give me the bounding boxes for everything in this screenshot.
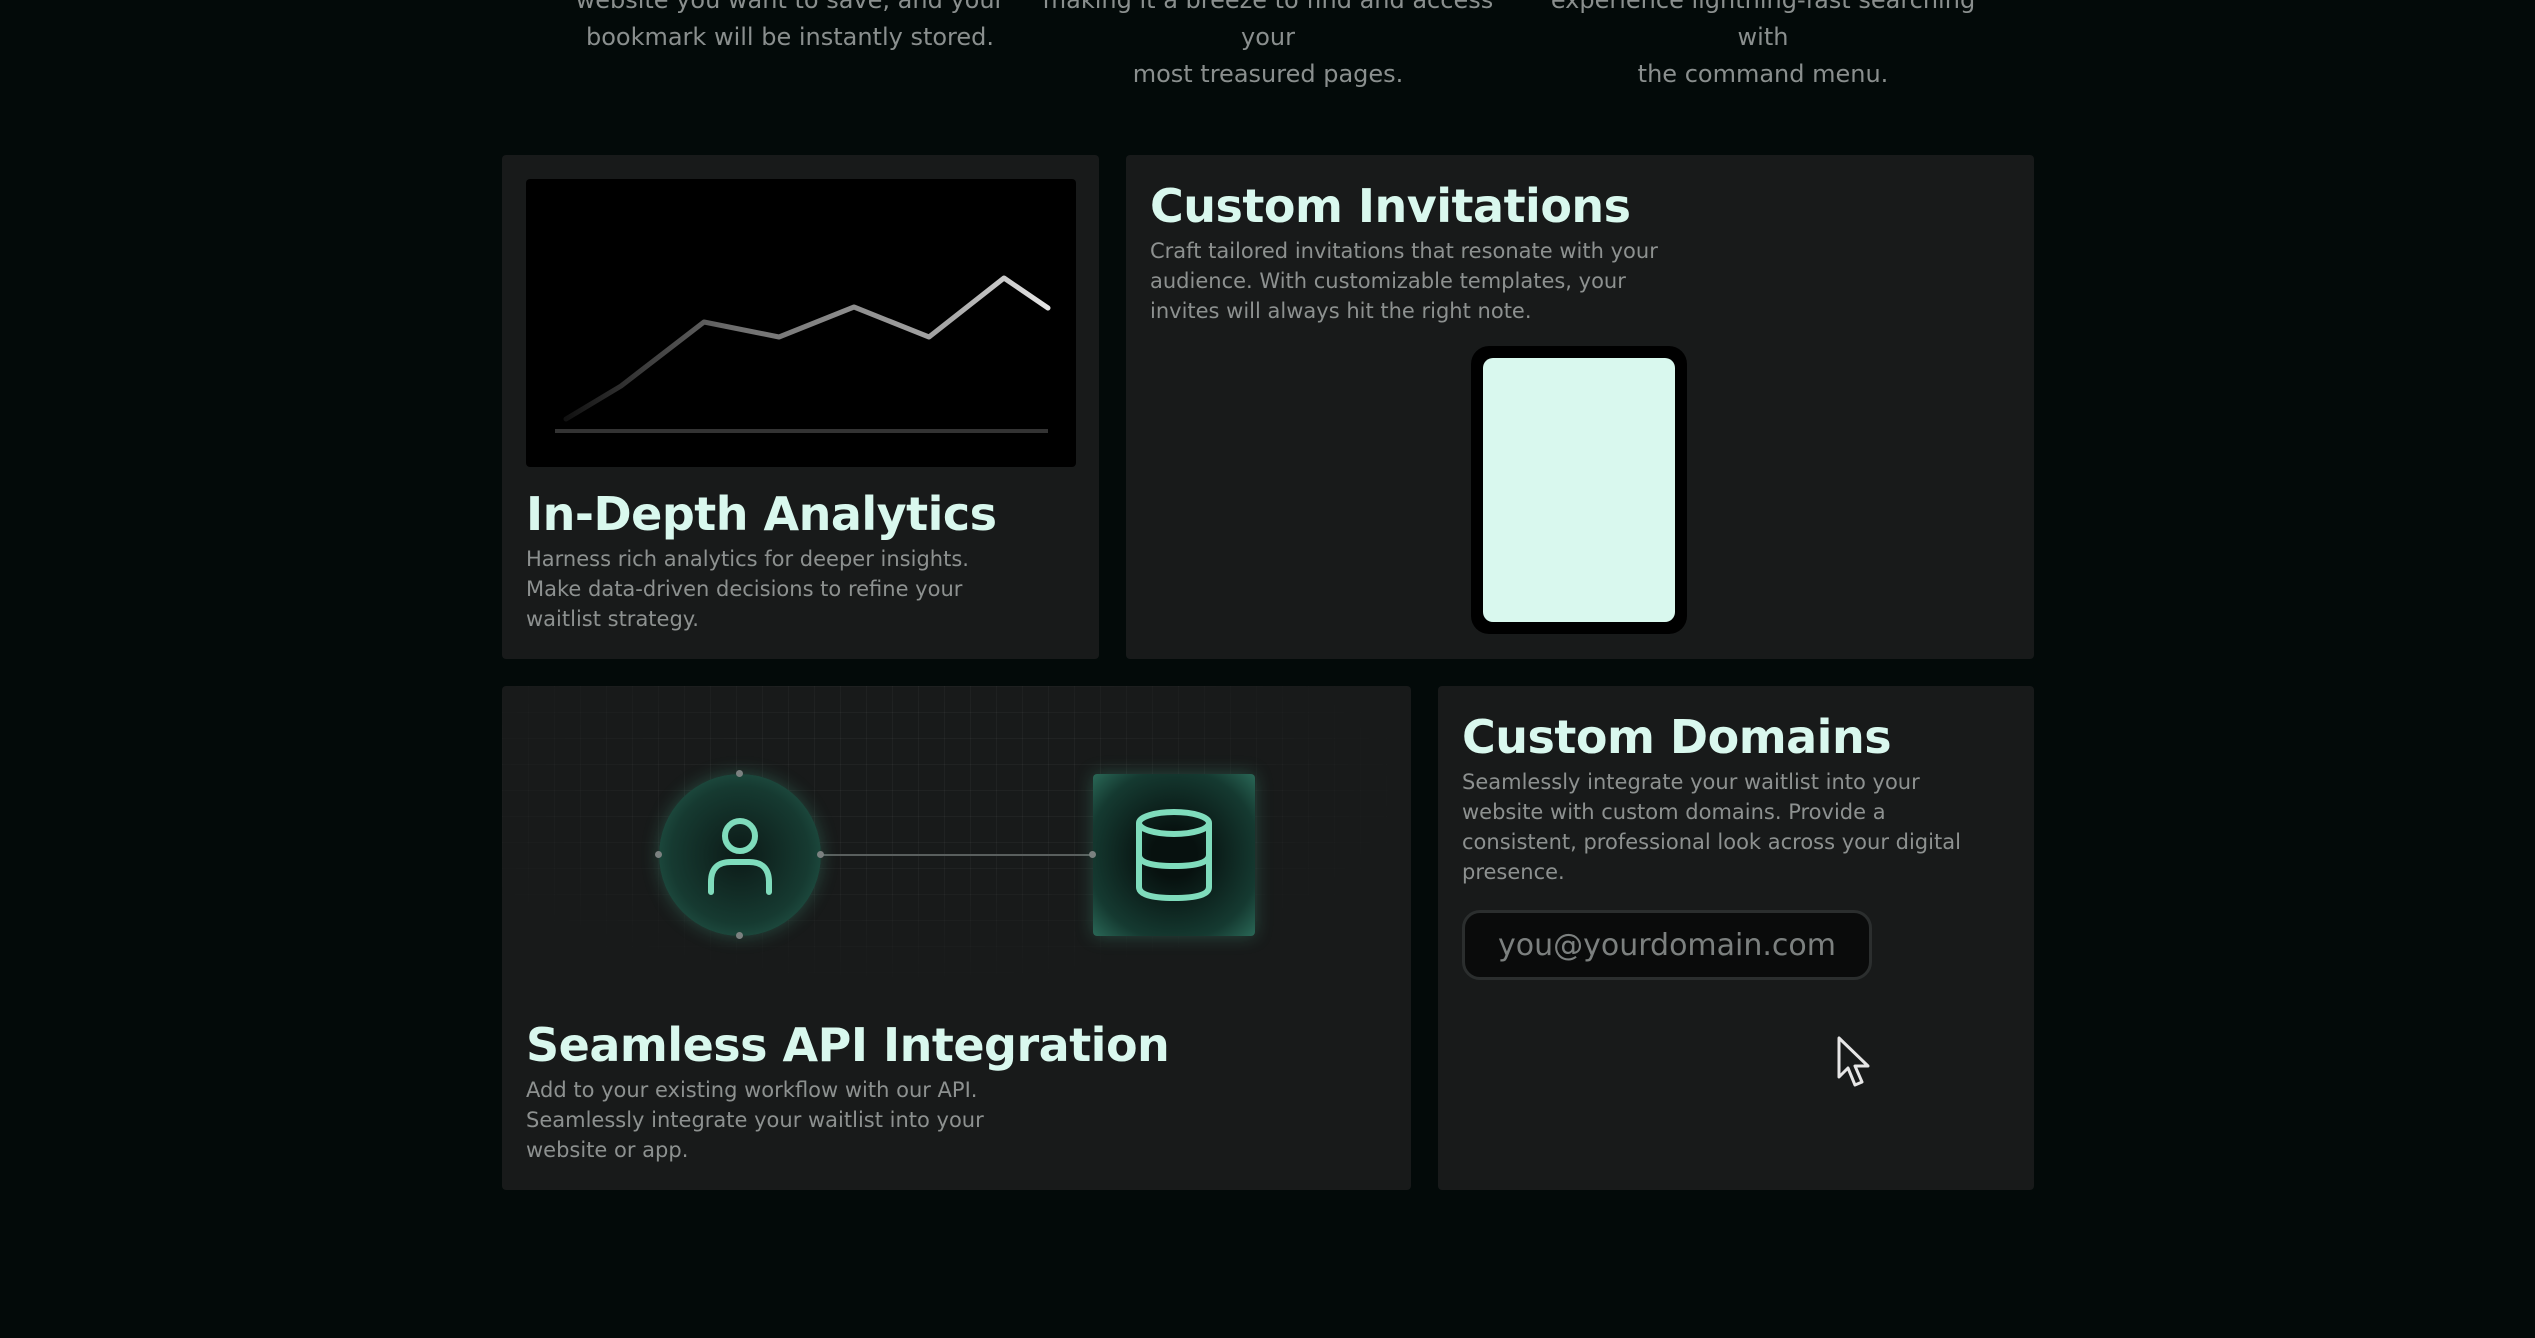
domains-card: Custom Domains Seamlessly integrate your… — [1438, 686, 2034, 1190]
feature-text-line: bookmark will be instantly stored. — [585, 23, 995, 51]
line-chart-graphic — [553, 203, 1051, 433]
invitation-preview-screen — [1483, 358, 1675, 622]
node-anchor-dot — [736, 932, 743, 939]
analytics-description: Harness rich analytics for deeper insigh… — [526, 547, 969, 631]
user-node — [659, 774, 821, 936]
feature-text-line: most treasured pages. — [1132, 60, 1404, 88]
feature-text-line: the command menu. — [1637, 60, 1889, 88]
feature-text-search: experience lightning-fast searching with… — [1523, 0, 2003, 93]
feature-text-access: making it a breeze to find and access yo… — [1028, 0, 1508, 93]
grid-background — [502, 686, 1411, 986]
api-card: Seamless API Integration Add to your exi… — [502, 686, 1411, 1190]
invitations-card: Custom Invitations Craft tailored invita… — [1126, 155, 2034, 659]
database-node — [1093, 774, 1255, 936]
invitations-title: Custom Invitations — [1150, 179, 1631, 233]
domains-description: Seamlessly integrate your waitlist into … — [1462, 770, 1961, 884]
analytics-chart-preview — [526, 179, 1076, 467]
custom-domain-input[interactable] — [1462, 910, 1872, 980]
node-anchor-dot — [1089, 851, 1096, 858]
chart-trend-line — [563, 275, 1051, 422]
analytics-card: In-Depth Analytics Harness rich analytic… — [502, 155, 1099, 659]
feature-text-bookmarks: website you want to save, and your bookm… — [550, 0, 1030, 56]
feature-text-line: experience lightning-fast searching with — [1550, 0, 1976, 51]
feature-text-line: making it a breeze to find and access yo… — [1042, 0, 1494, 51]
mouse-cursor-icon — [1837, 1036, 1870, 1087]
user-icon — [708, 818, 772, 895]
invitation-device-mockup — [1471, 346, 1687, 634]
analytics-title: In-Depth Analytics — [526, 487, 997, 541]
node-anchor-dot — [736, 770, 743, 777]
api-title: Seamless API Integration — [526, 1018, 1170, 1072]
invitations-description: Craft tailored invitations that resonate… — [1150, 239, 1658, 323]
domains-title: Custom Domains — [1462, 710, 1892, 764]
node-anchor-dot — [817, 851, 824, 858]
node-anchor-dot — [655, 851, 662, 858]
database-icon — [1136, 809, 1212, 902]
connector-line — [821, 854, 1093, 856]
api-description: Add to your existing workflow with our A… — [526, 1078, 984, 1162]
feature-text-line: website you want to save, and your — [575, 0, 1005, 14]
